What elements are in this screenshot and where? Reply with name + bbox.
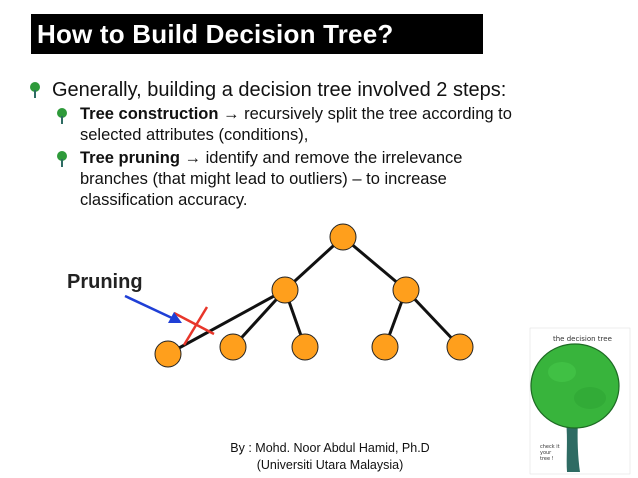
trunk [566,420,580,472]
author-credit: By : Mohd. Noor Abdul Hamid, Ph.D (Unive… [200,440,460,474]
tree-node [392,276,420,304]
tree-node [446,333,474,361]
step-text: recursively split the tree according to [239,105,512,123]
tree-edge [167,288,286,356]
tree-node [291,333,319,361]
credit-line-author: By : Mohd. Noor Abdul Hamid, Ph.D [230,441,430,455]
step-term: Tree construction [80,105,219,123]
foliage [530,343,620,429]
step-text: branches (that might lead to outliers) –… [80,170,447,188]
step-text: classification accuracy. [80,191,248,209]
step-text: selected attributes (conditions), [80,126,309,144]
title-bar: How to Build Decision Tree? [31,14,483,54]
tree-node [371,333,399,361]
arrow-icon: → [184,149,202,167]
tree-drawing-note: check it your tree ! [540,444,560,462]
pruning-label: Pruning [67,271,143,293]
slide-title: How to Build Decision Tree? [37,18,394,49]
tree-node [219,333,247,361]
step-pruning: Tree pruning → identify and remove the i… [80,148,462,169]
tree-nodes [154,223,474,368]
step-term: Tree pruning [80,149,180,167]
arrow-icon: → [223,105,240,123]
tree-node [329,223,357,251]
tree-drawing-caption: the decision tree [553,335,612,343]
prune-arrow-icon [124,294,182,323]
tree-bullet-icon [30,82,40,98]
tree-node [154,340,182,368]
tree-edge [342,235,407,292]
step-construction: Tree construction → recursively split th… [80,104,512,125]
tree-node [271,276,299,304]
main-bullet: Generally, building a decision tree invo… [52,79,507,101]
credit-line-affiliation: (Universiti Utara Malaysia) [256,458,404,472]
cartoon-tree-drawing [529,327,631,475]
step-text: identify and remove the irrelevance [201,149,463,167]
tree-bullet-icon [57,151,67,167]
prune-cross-icon [173,306,215,346]
tree-bullet-icon [57,108,67,124]
